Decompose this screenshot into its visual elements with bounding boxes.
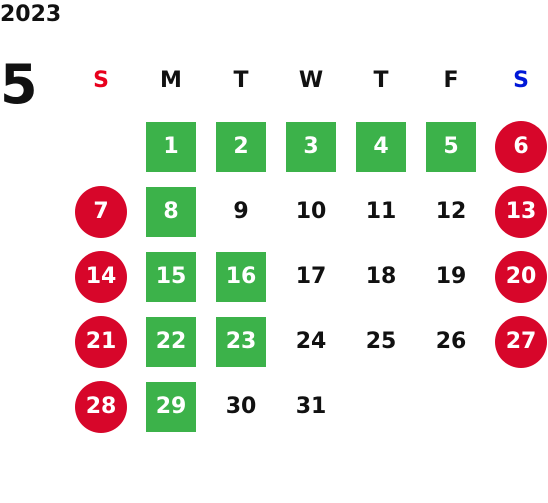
open-day-number: 22: [146, 316, 196, 367]
open-day-number: 3: [286, 121, 336, 172]
calendar-day-cell: 7: [66, 179, 136, 244]
day-number: 19: [435, 264, 467, 289]
open-day-number: 4: [356, 121, 406, 172]
calendar-day-cell: 23: [206, 309, 276, 374]
holiday-day-number: 21: [75, 315, 127, 368]
calendar-day-cell: 4: [346, 114, 416, 179]
holiday-day-number: 28: [75, 380, 127, 433]
calendar-day-cell: 25: [346, 309, 416, 374]
calendar-month: 5: [0, 53, 38, 116]
calendar-day-cell: 2: [206, 114, 276, 179]
day-number: 18: [365, 264, 397, 289]
holiday-day-number: 6: [495, 120, 547, 173]
calendar-day-cell: 31: [276, 374, 346, 439]
day-number: 10: [295, 199, 327, 224]
calendar-day-cell: 30: [206, 374, 276, 439]
day-number: 17: [295, 264, 327, 289]
weekday-header: S: [93, 67, 109, 93]
calendar-day-cell: 10: [276, 179, 346, 244]
open-day-number: 15: [146, 251, 196, 302]
weekday-header: T: [373, 67, 389, 93]
calendar-day-cell: 19: [416, 244, 486, 309]
day-number: 30: [225, 394, 257, 419]
calendar-day-cell: 13: [486, 179, 548, 244]
weekday-header: F: [443, 67, 459, 93]
calendar-day-cell: 11: [346, 179, 416, 244]
day-number: 31: [295, 394, 327, 419]
calendar-day-cell: 21: [66, 309, 136, 374]
holiday-day-number: 7: [75, 185, 127, 238]
day-number: 24: [295, 329, 327, 354]
weekday-header: M: [160, 67, 182, 93]
open-day-number: 23: [216, 316, 266, 367]
calendar-day-cell: 8: [136, 179, 206, 244]
open-day-number: 2: [216, 121, 266, 172]
calendar-day-cell: 16: [206, 244, 276, 309]
calendar-day-cell: 28: [66, 374, 136, 439]
open-day-number: 5: [426, 121, 476, 172]
holiday-day-number: 20: [495, 250, 547, 303]
day-number: 12: [435, 199, 467, 224]
calendar-day-cell: 1: [136, 114, 206, 179]
calendar-day-cell: 29: [136, 374, 206, 439]
calendar-day-cell: 24: [276, 309, 346, 374]
calendar-day-cell: 15: [136, 244, 206, 309]
holiday-day-number: 14: [75, 250, 127, 303]
day-number: 26: [435, 329, 467, 354]
day-number: 25: [365, 329, 397, 354]
weekday-header: W: [298, 67, 324, 93]
calendar-day-cell: 26: [416, 309, 486, 374]
holiday-day-number: 27: [495, 315, 547, 368]
open-day-number: 16: [216, 251, 266, 302]
open-day-number: 29: [146, 381, 196, 432]
calendar-day-cell: 12: [416, 179, 486, 244]
holiday-day-number: 13: [495, 185, 547, 238]
calendar-day-cell: 22: [136, 309, 206, 374]
calendar-day-cell: 18: [346, 244, 416, 309]
calendar-year: 2023: [0, 2, 62, 27]
weekday-header: S: [513, 67, 529, 93]
open-day-number: 1: [146, 121, 196, 172]
open-day-number: 8: [146, 186, 196, 237]
calendar-day-cell: 3: [276, 114, 346, 179]
calendar-day-cell: 17: [276, 244, 346, 309]
calendar-day-cell: 14: [66, 244, 136, 309]
weekday-header: T: [233, 67, 249, 93]
calendar-day-cell: 6: [486, 114, 548, 179]
calendar-day-cell: 27: [486, 309, 548, 374]
calendar-day-cell: 20: [486, 244, 548, 309]
calendar-day-cell: 5: [416, 114, 486, 179]
day-number: 11: [365, 199, 397, 224]
day-number: 9: [233, 199, 249, 224]
calendar-day-cell: 9: [206, 179, 276, 244]
